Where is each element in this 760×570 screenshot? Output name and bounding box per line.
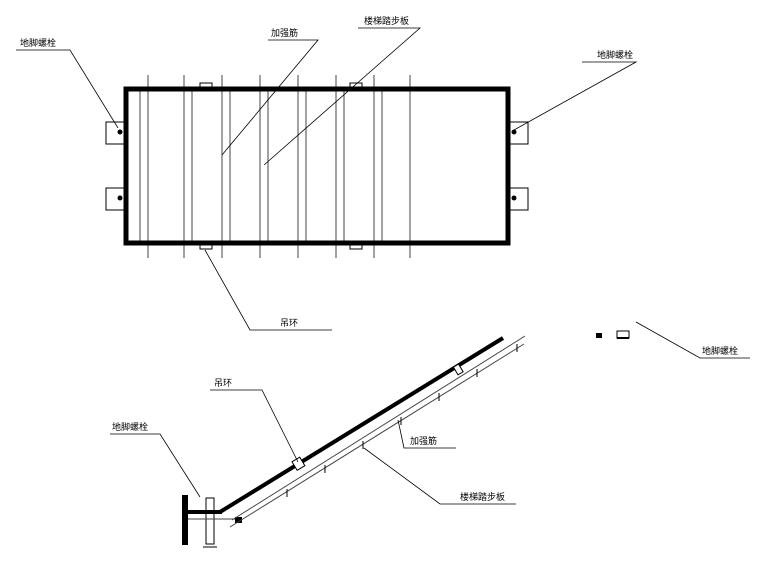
plan-vertical-lines — [147, 75, 411, 258]
plan-label-anchor-bolt-left: 地脚螺栓 — [20, 37, 56, 49]
section-label-anchor-bolt-right: 地脚螺栓 — [702, 345, 738, 357]
section-label-anchor-bolt-left: 地脚螺栓 — [112, 421, 148, 433]
section-bottom-block — [235, 517, 242, 523]
plan-label-stiffener: 加强筋 — [271, 27, 298, 39]
section-small-bolt-b — [616, 330, 630, 339]
plan-view: 地脚螺栓 加强筋 楼梯踏步板 地脚螺栓 吊环 — [16, 15, 638, 331]
section-lifting-ring-2 — [452, 363, 464, 376]
plan-inner-lines — [139, 90, 383, 243]
plan-label-anchor-bolt-right: 地脚螺栓 — [597, 49, 633, 61]
section-bolt-post — [205, 497, 215, 545]
plan-label-lifting-ring: 吊环 — [280, 318, 298, 329]
section-label-stiffener: 加强筋 — [410, 435, 437, 447]
plan-bolt-plates — [105, 121, 529, 211]
section-view: 地脚螺栓 — [110, 321, 750, 548]
section-stringer-top — [218, 336, 505, 514]
section-base-plate — [182, 495, 188, 545]
section-lifting-ring — [291, 456, 306, 472]
section-leaders — [110, 389, 516, 505]
section-label-lifting-ring: 吊环 — [214, 378, 232, 389]
section-leader-right-bolt — [635, 321, 750, 359]
section-stiffeners — [286, 344, 518, 497]
plan-leaders — [16, 27, 638, 331]
section-small-bolt-a — [596, 333, 602, 338]
plan-label-stair-tread: 楼梯踏步板 — [364, 15, 409, 27]
plan-frame — [123, 86, 511, 246]
section-label-stair-tread: 楼梯踏步板 — [460, 491, 505, 503]
plan-bolt-dots — [117, 129, 517, 201]
